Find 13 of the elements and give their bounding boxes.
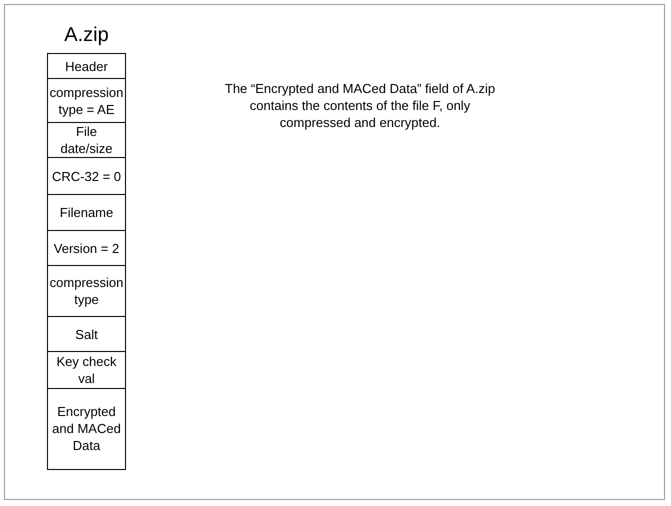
note-text: The “Encrypted and MACed Data” field of A.zip contains the contents of the file F, only compressed and encrypted. <box>224 80 496 131</box>
field-box: compression type <box>47 265 126 318</box>
field-box: File date/size <box>47 122 126 158</box>
field-box: Encrypted and MACed Data <box>47 388 126 470</box>
field-box: CRC-32 = 0 <box>47 157 126 196</box>
field-box: compression type = AE <box>47 78 126 124</box>
field-box: Filename <box>47 194 126 232</box>
record-stack <box>47 53 126 468</box>
record-title: A.zip <box>63 23 110 48</box>
field-box: Version = 2 <box>47 230 126 266</box>
field-box: Salt <box>47 316 126 352</box>
field-box: Key check val <box>47 351 126 390</box>
field-box: Header <box>47 53 126 80</box>
